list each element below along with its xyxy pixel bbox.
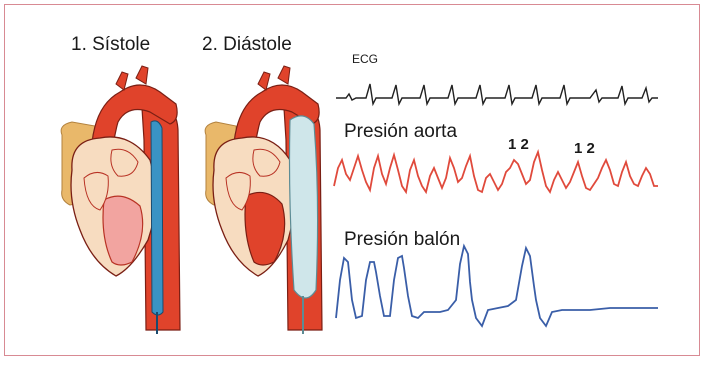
aorta-marker-label: 1 2	[508, 136, 529, 153]
heart-systole-icon	[61, 66, 180, 334]
aorta-marker-label: 1 2	[574, 140, 595, 157]
aortic-pressure-trace	[334, 152, 658, 192]
aortic-pressure-label: Presión aorta	[344, 121, 457, 143]
diastole-label: 2. Diástole	[202, 34, 292, 56]
ecg-trace	[336, 84, 658, 104]
systole-label: 1. Sístole	[71, 34, 150, 56]
balloon-pressure-trace	[336, 246, 658, 326]
balloon-pressure-label: Presión balón	[344, 229, 460, 251]
heart-diastole-icon	[205, 66, 322, 334]
ecg-label: ECG	[352, 52, 378, 66]
